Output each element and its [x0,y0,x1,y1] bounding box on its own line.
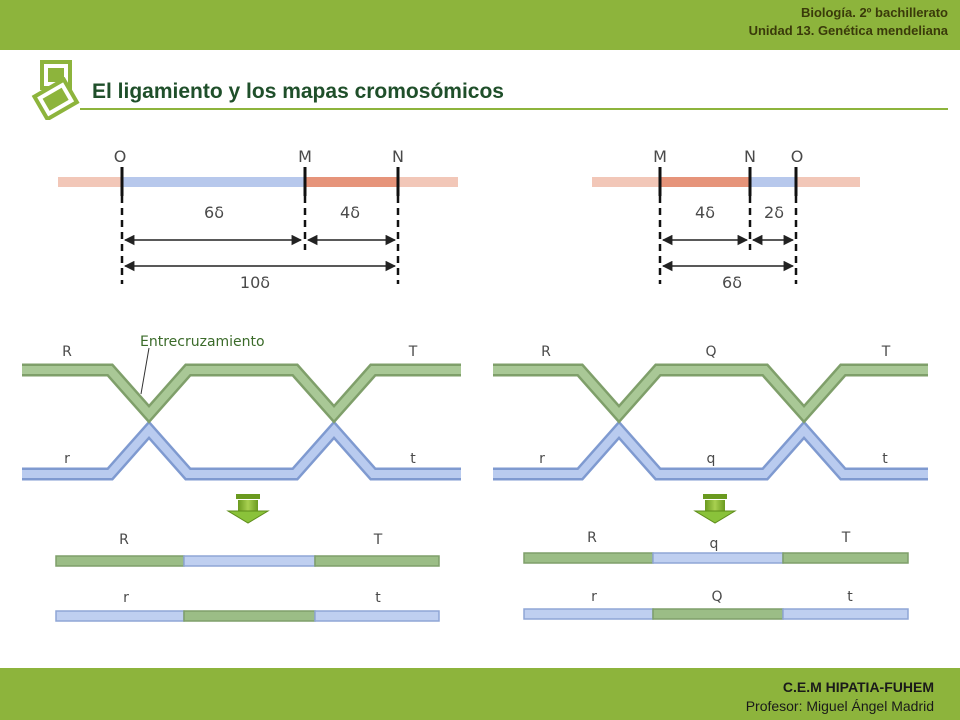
allele-label: t [375,590,381,606]
allele-label: t [847,589,853,605]
allele-label: T [881,344,891,360]
result-segment-blue [55,610,185,622]
header-bar [0,0,960,50]
callout-line [140,347,150,395]
slides-logo-icon [31,60,80,120]
result-segment-green [652,608,784,620]
crossover-callout: Entrecruzamiento [140,334,265,350]
allele-label: r [591,589,597,605]
result-segment-blue [314,610,440,622]
gene-label: N [392,147,404,166]
course-line1: Biología. 2º bachillerato [800,5,948,20]
chromatid-blue [493,423,928,478]
allele-label: R [119,532,129,548]
allele-label: R [62,344,72,360]
result-segment-blue [652,552,784,564]
result-segment-green [523,552,654,564]
result-segment-green [55,555,185,567]
down-arrow-icon [693,494,737,524]
chromatid-blue-outline [22,420,461,481]
segment-n-o [750,177,796,187]
segment-o-m [122,177,305,187]
allele-label: R [541,344,551,360]
gene-label: N [744,147,756,166]
gene-label: O [114,147,127,166]
gene-label: M [653,147,667,166]
result-segment-blue [183,555,316,567]
allele-label: T [841,530,851,546]
result-segment-green [314,555,440,567]
allele-label: t [410,451,416,467]
result-segment-blue [523,608,654,620]
result-segment-blue [782,608,909,620]
chromosome-map-right: M N O 4δ 2δ 6δ [592,147,860,292]
segment-m-n [660,177,750,187]
distance-label: 6δ [204,203,224,222]
result-left [55,555,440,622]
allele-label: T [408,344,418,360]
allele-label: R [587,530,597,546]
result-segment-green [782,552,909,564]
allele-label: r [64,451,70,467]
crossover-left [22,347,461,481]
distance-label: 2δ [764,203,784,222]
course-line2: Unidad 13. Genética mendeliana [748,23,948,38]
chromatid-blue [22,423,461,478]
footer-info: C.E.M HIPATIA-FUHEM Profesor: Miguel Áng… [746,678,934,716]
allele-label: q [710,536,719,552]
chromatid-green-outline [493,363,928,424]
allele-label: q [707,451,716,467]
allele-label: T [373,532,383,548]
crossover-right [493,363,928,481]
chromosome-map-left: O M N 6δ 4δ 10δ [58,147,458,292]
segment-m-n [305,177,398,187]
distance-label: 4δ [340,203,360,222]
course-info: Biología. 2º bachillerato Unidad 13. Gen… [749,4,948,40]
allele-label: r [539,451,545,467]
distance-label: 4δ [695,203,715,222]
school-name: C.E.M HIPATIA-FUHEM [782,679,934,695]
chromatid-green [493,366,928,421]
page-title: El ligamiento y los mapas cromosómicos [92,80,504,103]
title-underline [80,108,948,110]
down-arrow-icon [226,494,270,524]
allele-label: Q [705,344,716,360]
chromatid-green-outline [22,363,461,424]
footer-bar [0,668,960,720]
allele-label: Q [711,589,722,605]
allele-label: t [882,451,888,467]
distance-label: 10δ [240,273,270,292]
result-segment-green [183,610,316,622]
result-right [523,552,909,620]
allele-label: r [123,590,129,606]
teacher-name: Profesor: Miguel Ángel Madrid [745,698,934,714]
gene-label: M [298,147,312,166]
distance-label: 6δ [722,273,742,292]
chromatid-green [22,366,461,421]
gene-label: O [791,147,804,166]
